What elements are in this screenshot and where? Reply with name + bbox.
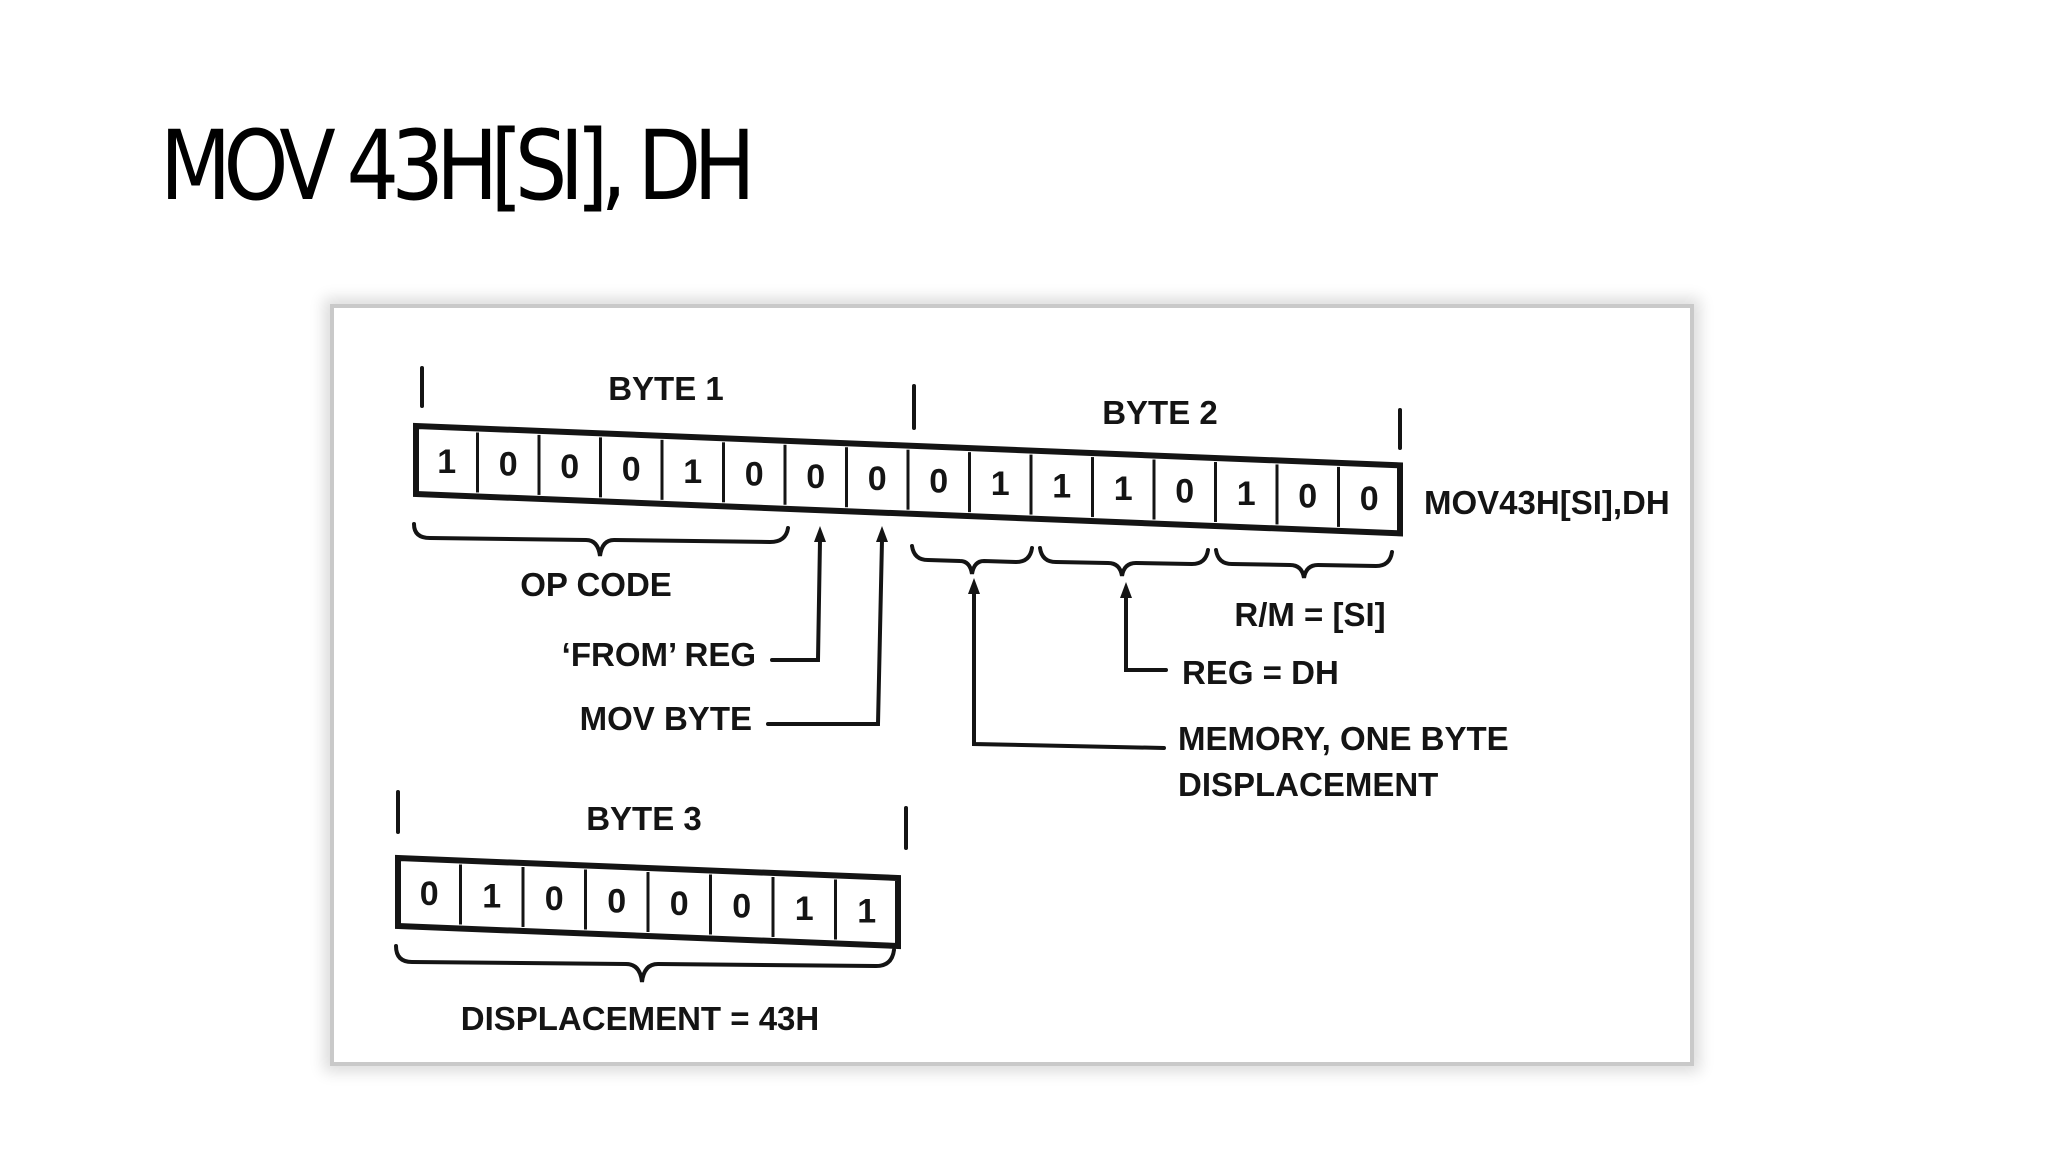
slide-title: MOV 43H[SI], DH — [160, 110, 756, 222]
opcode-label: OP CODE — [520, 566, 672, 603]
pointer-arrowheads — [814, 526, 1132, 598]
byte1-2-bit-cell: 0 — [806, 458, 825, 496]
byte1-2-bit-cell: 0 — [1360, 480, 1379, 518]
byte1-2-bit-cell: 1 — [1114, 470, 1133, 508]
mov-byte-arrowhead — [876, 526, 888, 542]
from-reg-pointer — [770, 538, 822, 662]
byte1-label: BYTE 1 — [608, 370, 724, 407]
byte3-bit-cell: 1 — [482, 878, 501, 916]
byte3-row-outline — [395, 854, 901, 950]
byte3-bit-cell: 1 — [795, 890, 814, 928]
mode-pointer — [972, 588, 1166, 750]
byte-rows: 1 0 0 0 1 0 0 0 0 1 1 1 0 1 0 0 0 1 0 0 0 0 1 1 — [395, 422, 1403, 950]
mode-label-line2: DISPLACEMENT — [1178, 766, 1438, 803]
byte3-bit-cell: 0 — [607, 883, 626, 921]
displacement-brace — [394, 944, 896, 983]
from-reg-label: ‘FROM’ REG — [562, 636, 756, 673]
byte3-bit-cell: 1 — [857, 893, 876, 931]
byte1-2-bit-cell: 1 — [991, 465, 1010, 503]
byte2-label: BYTE 2 — [1102, 394, 1218, 431]
mode-brace — [910, 544, 1034, 575]
byte3-bit-cell: 0 — [732, 888, 751, 926]
byte1-2-bit-cell: 0 — [499, 445, 518, 483]
reg-arrowhead — [1120, 582, 1132, 598]
reg-label: REG = DH — [1182, 654, 1339, 691]
mov-byte-pointer — [766, 538, 884, 726]
byte1-2-bit-cell: 1 — [1052, 468, 1071, 506]
byte1-2-bit-cell: 1 — [1237, 475, 1256, 513]
byte3-bit-cell: 0 — [545, 880, 564, 918]
mov-byte-label: MOV BYTE — [580, 700, 752, 737]
from-reg-arrowhead — [814, 526, 826, 542]
byte1-2-bit-cell: 1 — [437, 443, 456, 481]
byte1-2-bit-cell: 0 — [929, 463, 948, 501]
byte3-bit-cell: 0 — [420, 875, 439, 913]
byte1-2-bit-cell: 0 — [560, 448, 579, 486]
opcode-brace — [412, 522, 790, 557]
reg-pointer — [1124, 592, 1168, 672]
rm-label: R/M = [SI] — [1234, 596, 1385, 633]
instruction-label: MOV43H[SI],DH — [1424, 484, 1670, 521]
mode-arrowhead — [968, 578, 980, 594]
byte1-2-bit-cell: 0 — [868, 460, 887, 498]
displacement-label: DISPLACEMENT = 43H — [461, 1000, 820, 1037]
reg-brace — [1038, 546, 1210, 577]
rm-brace — [1214, 548, 1394, 579]
mode-label-line1: MEMORY, ONE BYTE — [1178, 720, 1509, 757]
byte1-2-bit-cell: 0 — [1175, 473, 1194, 511]
byte1-2-bit-cell: 1 — [683, 453, 702, 491]
byte3-bit-cell: 0 — [670, 885, 689, 923]
byte1-2-bit-cell: 0 — [1298, 477, 1317, 515]
byte1-2-bit-cell: 0 — [622, 450, 641, 488]
byte1-2-row-outline — [413, 422, 1403, 537]
byte3-label: BYTE 3 — [586, 800, 702, 837]
byte1-2-bit-cell: 0 — [745, 455, 764, 493]
